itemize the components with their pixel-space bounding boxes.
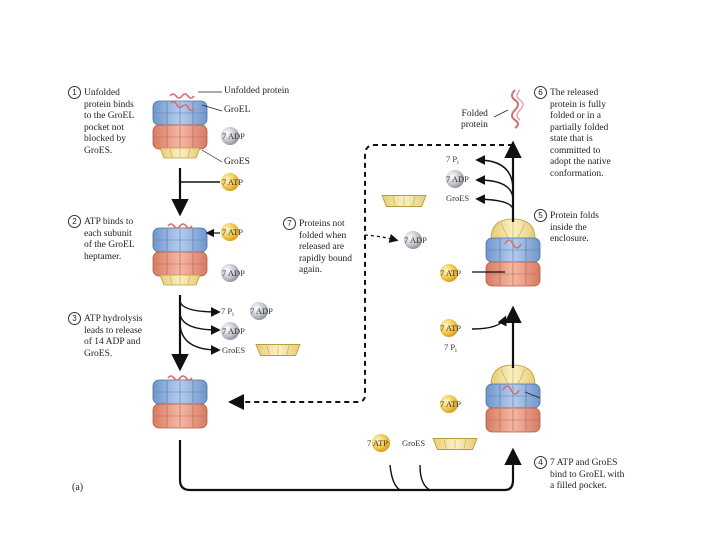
step-2-line-1: each subunit <box>84 228 132 239</box>
label-folded-line1: Folded <box>461 109 488 119</box>
label-pi-2: 7 Pi <box>444 342 457 354</box>
label-atp-7: 7 ATP <box>440 399 461 409</box>
step-7-line-0: Proteins not <box>299 219 345 229</box>
groes-released-left <box>255 344 301 356</box>
label-groel: GroEL <box>224 105 251 115</box>
complex-3 <box>152 375 208 429</box>
step-4-line-1: bind to GroEL with <box>550 469 625 480</box>
complex-1 <box>152 93 208 159</box>
step-1-line-0: Unfolded <box>84 88 120 98</box>
label-atp-1: 7 ATP <box>222 177 243 187</box>
label-adp-1: 7 ADP <box>222 131 245 141</box>
step-2-number: 2 <box>68 215 81 228</box>
step-6-line-6: adopt the native <box>550 157 611 167</box>
atp-ball-5 <box>440 264 458 282</box>
step-2-line-2: of the GroEL <box>84 240 135 250</box>
label-unfolded-protein: Unfolded protein <box>224 86 290 96</box>
step-1-line-5: GroES. <box>84 145 113 156</box>
label-adp-5: 7 ADP <box>446 174 469 184</box>
label-atp-6: 7 ATP <box>440 323 461 333</box>
step-3-line-1: leads to release <box>84 325 143 336</box>
step-1-number: 1 <box>68 86 81 99</box>
step-3-line-2: of 14 ADP and <box>84 337 141 347</box>
adp-ball-4 <box>221 322 239 340</box>
step-5-line-2: enclosure. <box>550 234 589 244</box>
adp-ball-2 <box>221 264 239 282</box>
groes-incoming <box>432 438 478 450</box>
step-3-number: 3 <box>68 312 81 325</box>
atp-ball-8 <box>372 434 390 452</box>
adp-ball-1 <box>221 127 239 145</box>
atp-ball-7 <box>440 395 458 413</box>
step-1-line-2: to the GroEL <box>84 111 135 121</box>
label-atp-8: 7 ATP <box>367 438 388 448</box>
label-folded-protein: Folded protein <box>461 109 488 131</box>
step-5-line-0: Protein folds <box>550 211 599 221</box>
label-atp-5: 7 ATP <box>440 268 461 278</box>
step-1-line-3: pocket not <box>84 122 124 133</box>
label-folded-line2: protein <box>461 120 488 130</box>
step-1-line-4: blocked by <box>84 134 126 144</box>
label-adp-2: 7 ADP <box>222 268 245 278</box>
groes-released-right <box>381 195 427 207</box>
step-6-line-0: The released <box>550 88 599 98</box>
adp-ball-7 <box>404 231 422 249</box>
step-4-line-2: a filled pocket. <box>550 481 607 491</box>
step-7-line-3: rapidly bound <box>299 253 353 264</box>
step-3-line-3: GroES. <box>84 348 113 359</box>
label-groes-3: GroES <box>402 438 425 448</box>
panel-label: (a) <box>72 482 84 493</box>
label-groes: GroES <box>224 157 250 167</box>
atp-ball-6 <box>440 319 458 337</box>
atp-ball-1 <box>221 173 239 191</box>
step-7-line-1: folded when <box>299 230 347 241</box>
adp-ball-5 <box>446 170 464 188</box>
step-6-line-2: folded or in a <box>550 111 601 121</box>
label-adp-3: 7 ADP <box>250 306 273 316</box>
step-2-line-3: heptamer. <box>84 251 122 262</box>
label-atp-2: 7 ATP <box>222 227 243 237</box>
step-4-line-0: 7 ATP and GroES <box>550 458 618 468</box>
step-1-line-1: protein binds <box>84 99 134 110</box>
step-5-number: 5 <box>534 209 547 222</box>
step-6-line-7: conformation. <box>550 168 604 179</box>
atp-ball-2 <box>221 223 239 241</box>
step-2-line-0: ATP binds to <box>84 217 134 227</box>
step-6-line-5: committed to <box>550 145 601 156</box>
step-3-line-0: ATP hydrolysis <box>84 314 143 324</box>
adp-ball-3 <box>250 302 268 320</box>
step-6-line-4: state that is <box>550 134 593 144</box>
step-4-number: 4 <box>534 456 547 469</box>
label-pi-1: 7 Pi <box>221 306 234 318</box>
label-adp-7: 7 ADP <box>404 235 427 245</box>
step-7-line-2: released are <box>299 242 345 252</box>
complex-2 <box>152 223 208 286</box>
step-7-number: 7 <box>283 217 296 230</box>
label-adp-4: 7 ADP <box>222 326 245 336</box>
step-6-line-3: partially folded <box>550 122 609 133</box>
folded-protein <box>511 89 519 129</box>
label-groes-2: GroES <box>446 193 469 203</box>
label-groes-1: GroES <box>222 345 245 355</box>
step-7-line-4: again. <box>299 265 322 275</box>
step-6-line-1: protein is fully <box>550 99 606 110</box>
step-5-line-1: inside the <box>550 222 587 233</box>
step-6-number: 6 <box>534 86 547 99</box>
complex-4 <box>485 364 541 433</box>
label-pi-3: 7 Pi <box>446 154 459 166</box>
complex-5 <box>485 218 541 287</box>
